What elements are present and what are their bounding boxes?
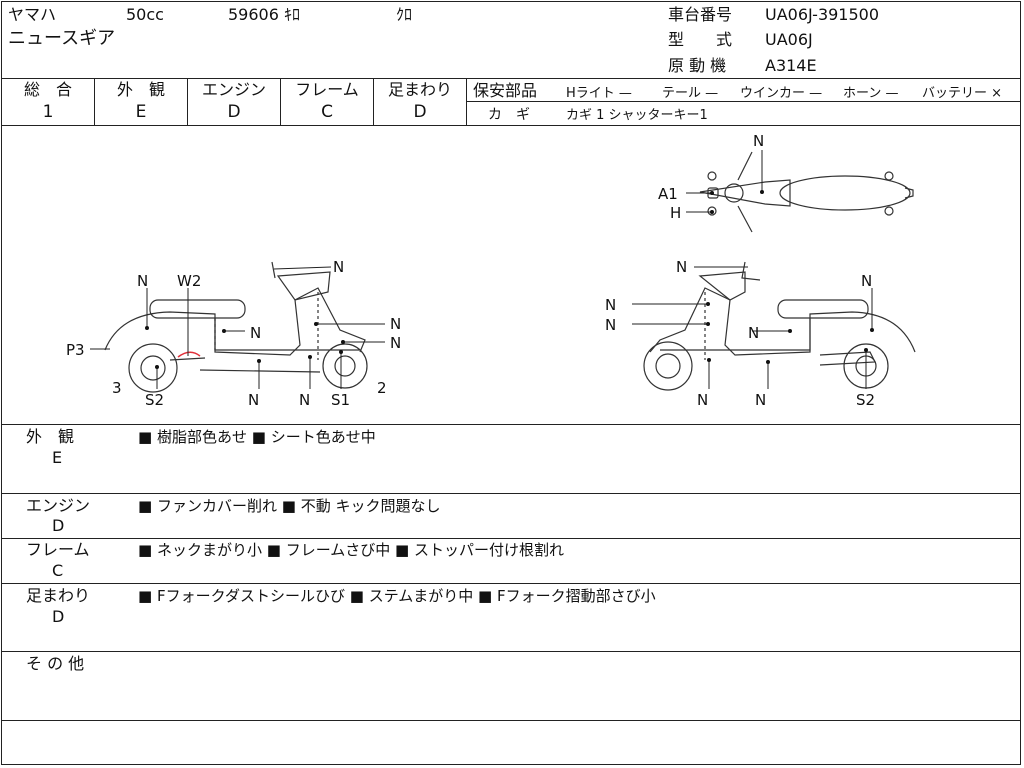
label-left-n4: N: [390, 315, 401, 333]
section-engine-notes: ■ ファンカバー削れ ■ 不動 キック問題なし: [138, 497, 441, 515]
label-left-n6: N: [299, 391, 310, 409]
label-right-s2: S2: [856, 391, 875, 409]
label-left-s2: S2: [145, 391, 164, 409]
label-right-n1: N: [676, 258, 687, 276]
displacement: 50cc: [126, 5, 164, 24]
grade-exterior-value: E: [135, 102, 147, 122]
label-right-n3: N: [605, 296, 616, 314]
label-left-n3: N: [333, 258, 344, 276]
section-engine-grade: D: [52, 516, 65, 535]
scooter-left-view: [104, 261, 368, 393]
key-label: カ ギ: [488, 107, 530, 123]
section-exterior-notes: ■ 樹脂部色あせ ■ シート色あせ中: [138, 428, 376, 446]
frame-no: UA06J-391500: [765, 5, 880, 24]
type-value: UA06J: [765, 30, 813, 49]
label-left-n7: N: [390, 334, 401, 352]
model-name: ニュースギア: [8, 28, 116, 49]
section-frame-notes: ■ ネックまがり小 ■ フレームさび中 ■ ストッパー付け根割れ: [138, 541, 564, 559]
scooter-right-view: [643, 261, 916, 391]
label-top-n: N: [753, 132, 764, 150]
label-top-h: H: [670, 204, 681, 222]
damage-diagram: N A1 H N W2 N N N P3 3 S2 N N S1 2 N N N…: [66, 132, 916, 409]
engine-label: 原 動 機: [668, 56, 727, 75]
label-right-n2: N: [861, 272, 872, 290]
label-top-a1: A1: [658, 185, 678, 203]
label-left-n2: N: [250, 324, 261, 342]
type-label: 型 式: [668, 30, 733, 49]
key-value: カギ 1 シャッターキー1: [566, 108, 708, 123]
label-left-s1: S1: [331, 391, 350, 409]
section-frame-title: フレーム: [26, 540, 90, 559]
safety-label: 保安部品: [473, 81, 538, 100]
section-exterior-grade: E: [52, 448, 63, 467]
maker: ヤマハ: [8, 5, 57, 24]
color: ｸﾛ: [396, 5, 413, 24]
label-left-n1: N: [137, 272, 148, 290]
label-right-n6: N: [697, 391, 708, 409]
mileage: 59606 ｷﾛ: [228, 5, 300, 24]
safety-battery: バッテリー ×: [922, 86, 1003, 101]
section-frame-grade: C: [52, 561, 64, 580]
engine-value: A314E: [765, 56, 817, 75]
section-exterior-title: 外 観: [26, 427, 75, 446]
label-left-w2: W2: [177, 272, 201, 290]
section-other-title: そ の 他: [26, 654, 85, 673]
grade-frame-value: C: [321, 102, 333, 122]
grade-engine-value: D: [227, 102, 241, 122]
section-suspension-notes: ■ Fフォークダストシールひび ■ ステムまがり中 ■ Fフォーク摺動部さび小: [138, 587, 656, 605]
scooter-top-view: [699, 151, 914, 233]
safety-tail: テール —: [662, 86, 719, 101]
label-right-n4: N: [605, 316, 616, 334]
grade-total-label: 総 合: [23, 80, 72, 99]
safety-horn: ホーン —: [843, 86, 899, 101]
grade-total-value: 1: [42, 102, 54, 122]
safety-winker: ウインカー —: [740, 86, 823, 101]
section-suspension-title: 足まわり: [26, 586, 91, 605]
grade-frame-label: フレーム: [295, 80, 359, 99]
label-left-2: 2: [377, 379, 387, 397]
damage-mark-w2: [177, 351, 201, 358]
grade-engine-label: エンジン: [201, 80, 266, 99]
grade-exterior-label: 外 観: [116, 80, 165, 99]
section-engine-title: エンジン: [26, 496, 91, 515]
section-suspension-grade: D: [52, 607, 65, 626]
grade-suspension-value: D: [413, 102, 427, 122]
label-left-p3: P3: [66, 341, 85, 359]
frame-no-label: 車台番号: [668, 5, 733, 24]
label-right-n7: N: [755, 391, 766, 409]
safety-headlight: Hライト —: [566, 86, 632, 101]
label-left-n5: N: [248, 391, 259, 409]
label-right-n5: N: [748, 324, 759, 342]
label-left-3: 3: [112, 379, 122, 397]
grade-suspension-label: 足まわり: [387, 80, 452, 99]
